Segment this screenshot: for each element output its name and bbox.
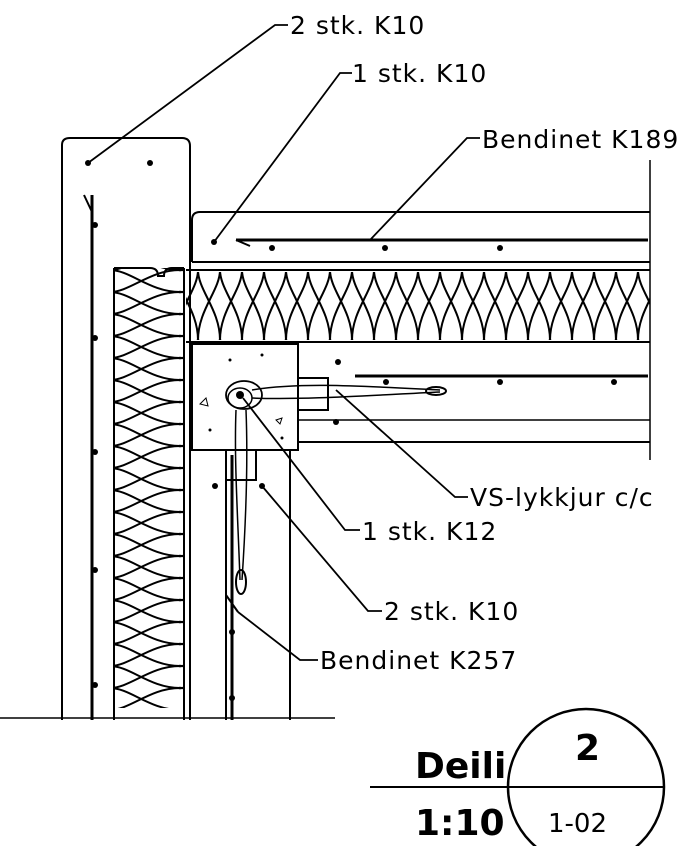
outer-wall-panel bbox=[61, 137, 191, 720]
inner-wall-panel bbox=[212, 450, 291, 720]
corner-grout-joint bbox=[191, 343, 447, 595]
label-mesh-k189: Bendinet K189 bbox=[482, 125, 679, 154]
roof-insulation bbox=[186, 269, 650, 343]
title-label: Deili bbox=[415, 746, 506, 787]
roof-slab-upper bbox=[191, 211, 650, 263]
wall-insulation bbox=[113, 267, 185, 720]
label-rebar-1-k12: 1 stk. K12 bbox=[362, 517, 497, 546]
detail-number: 2 bbox=[575, 728, 600, 769]
title-scale: 1:10 bbox=[415, 803, 505, 844]
label-loop-connector: VS-lykkjur c/c bbox=[470, 483, 654, 512]
sheet-reference: 1-02 bbox=[548, 809, 607, 839]
label-rebar-1-k10-slab: 1 stk. K10 bbox=[352, 59, 487, 88]
label-rebar-2-k10-top: 2 stk. K10 bbox=[290, 11, 425, 40]
detail-title-block: Deili 1:10 2 1-02 bbox=[370, 707, 666, 851]
label-rebar-2-k10-inner: 2 stk. K10 bbox=[384, 597, 519, 626]
roof-slab-lower bbox=[298, 359, 650, 443]
label-mesh-k257: Bendinet K257 bbox=[320, 646, 517, 675]
leader-lines bbox=[87, 24, 480, 661]
